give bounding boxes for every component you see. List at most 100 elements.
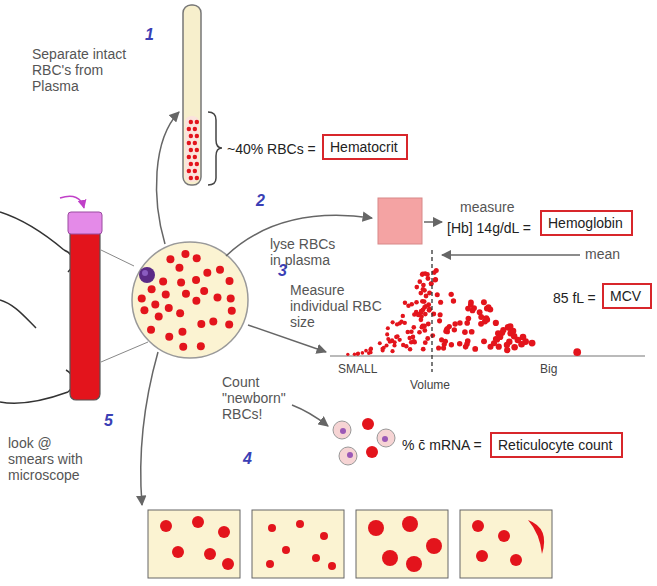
red-cell — [361, 351, 365, 355]
handwritten-note: mean — [585, 246, 620, 262]
red-cell — [496, 344, 502, 350]
red-cell — [395, 322, 399, 326]
zoom-line — [101, 250, 134, 266]
red-cell — [472, 346, 478, 352]
red-cell — [464, 341, 470, 347]
red-cell — [386, 337, 390, 341]
red-cell — [296, 520, 304, 528]
red-cell — [421, 287, 426, 292]
red-cell — [282, 546, 290, 554]
red-cell — [178, 328, 186, 336]
red-cell — [462, 329, 468, 335]
red-cell — [423, 340, 428, 345]
red-cell — [268, 524, 276, 532]
red-cell — [402, 516, 418, 532]
slide — [148, 510, 240, 578]
red-cell — [159, 277, 167, 285]
smear-panel — [252, 510, 344, 578]
handwritten-note: look @ smears with microscope — [8, 435, 100, 483]
red-cell — [504, 342, 510, 348]
red-cell — [328, 562, 336, 570]
red-cell — [192, 276, 200, 284]
red-cell — [420, 271, 425, 276]
red-cell — [195, 134, 199, 138]
red-cell — [412, 312, 417, 317]
arm — [0, 212, 73, 403]
red-cell — [464, 320, 470, 326]
red-cell — [421, 347, 426, 352]
red-cell — [481, 338, 487, 344]
red-cell — [165, 333, 173, 341]
red-cell — [438, 312, 443, 317]
red-cell — [427, 291, 432, 296]
red-cell — [151, 301, 159, 309]
red-cell — [222, 558, 234, 570]
measurement-text: % c̄ mRNA = — [402, 437, 482, 453]
red-cell — [193, 155, 197, 159]
red-cell — [425, 276, 430, 281]
red-cell — [420, 272, 425, 277]
red-cell — [449, 342, 454, 347]
red-cell — [187, 127, 191, 131]
red-cell — [419, 325, 424, 330]
handwritten-note: Measure individual RBC size — [290, 282, 390, 330]
red-cell — [477, 309, 483, 315]
result-box: Hemoglobin — [540, 210, 633, 236]
red-cell — [177, 278, 185, 286]
red-cell — [444, 327, 449, 332]
red-cell — [189, 148, 193, 152]
blood-tube — [68, 212, 102, 400]
bracket — [208, 112, 222, 185]
red-cell — [197, 342, 205, 350]
red-cell — [147, 326, 155, 334]
red-cell — [189, 176, 193, 180]
red-cell — [426, 538, 442, 554]
smear-panel — [460, 510, 552, 578]
red-cell — [356, 352, 360, 356]
lysate-square — [378, 198, 422, 244]
red-cell — [481, 299, 487, 305]
red-cell — [427, 308, 432, 313]
red-cell — [200, 287, 208, 295]
red-cell — [451, 298, 456, 303]
callout-number: 1 — [145, 26, 154, 44]
red-cell — [452, 327, 457, 332]
zoom-line — [101, 342, 148, 362]
red-cell — [356, 352, 360, 356]
callout-number: 5 — [104, 412, 113, 430]
red-cell — [195, 162, 199, 166]
red-cell — [529, 340, 536, 347]
red-cell — [429, 281, 434, 286]
red-cell — [193, 254, 201, 262]
measurement-text: 85 fL = — [553, 290, 596, 306]
red-cell — [390, 349, 394, 353]
red-cell — [165, 304, 173, 312]
red-cell — [417, 330, 422, 335]
red-cell — [195, 148, 199, 152]
red-cell — [192, 516, 204, 528]
red-cell — [364, 349, 368, 353]
red-cell — [193, 141, 197, 145]
red-cell — [195, 120, 199, 124]
red-cell — [483, 315, 489, 321]
red-cell — [353, 353, 356, 356]
red-cell — [312, 554, 320, 562]
red-cell — [419, 314, 424, 319]
result-name: Hemoglobin — [548, 215, 625, 231]
red-cell — [225, 320, 233, 328]
red-cell — [162, 290, 170, 298]
measurement-text: [Hb] 14g/dL = — [447, 220, 531, 236]
red-cell — [433, 277, 438, 282]
red-cell — [493, 320, 499, 326]
axis-label: SMALL — [338, 362, 377, 376]
red-cell — [266, 560, 274, 568]
red-cell — [404, 344, 408, 348]
result-box: Reticulocyte count — [490, 432, 623, 458]
red-cell — [472, 520, 484, 532]
red-cell — [420, 299, 425, 304]
red-cell — [356, 352, 360, 356]
handwritten-note: Count "newborn" RBCs! — [222, 374, 302, 422]
red-cell — [216, 266, 224, 274]
callout-number: 4 — [243, 450, 252, 468]
red-cell — [179, 343, 187, 351]
